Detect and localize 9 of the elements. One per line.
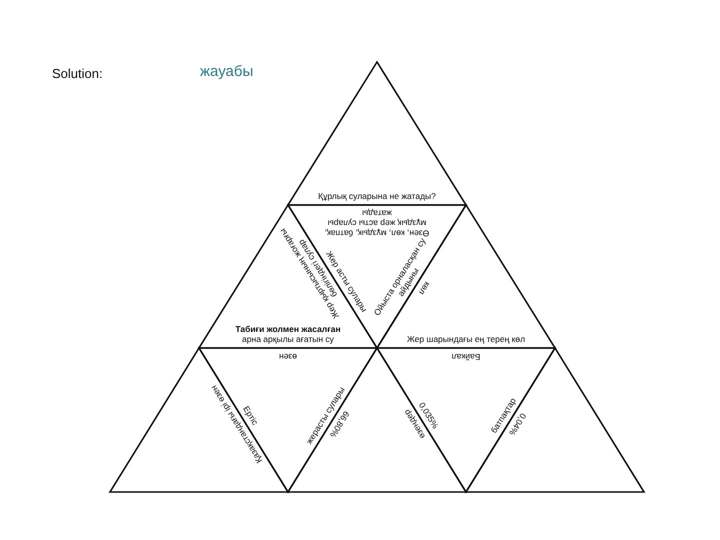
answer-label: жауабы xyxy=(200,63,254,80)
piece-text: Байкал xyxy=(450,351,482,361)
piece-text: Құрлық суларына не жатады? xyxy=(317,192,437,202)
piece-text: Табиғи жолмен жасалған арна арқылы ағатын су xyxy=(234,325,342,345)
piece-text: өзен xyxy=(278,351,298,361)
piece-text: Жер шарындағы ең терең көл xyxy=(406,335,526,345)
piece-text: Өзен, көл, мұздық, батпақ, мұздық жер асты сулары жатады xyxy=(324,208,430,238)
piece-text: көл xyxy=(417,280,434,298)
title-label: Solution: xyxy=(52,66,103,81)
